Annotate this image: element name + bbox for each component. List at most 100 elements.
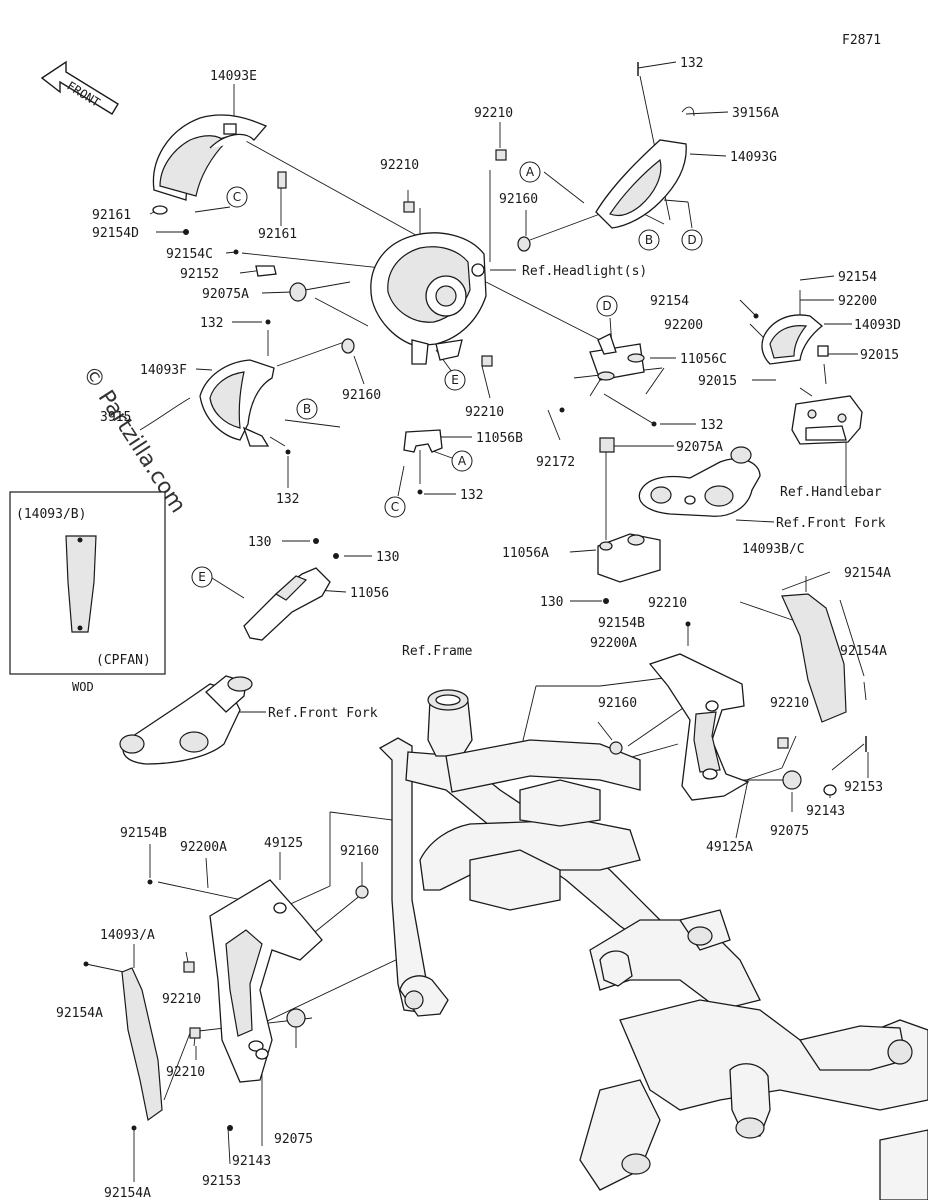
svg-text:A: A [458,454,467,468]
label-92160-mid: 92160 [342,388,381,403]
handlebar-clamp [791,395,863,445]
screw-92172 [559,407,565,413]
ref-headlight: Ref.Headlight(s) [522,264,647,279]
grommet-92160-upper [517,236,531,252]
label-92075a-2: 92075A [676,440,723,455]
label-92154a-3: 92154A [56,1006,103,1021]
label-92015-1: 92015 [860,348,899,363]
label-92210-top: 92210 [380,158,419,173]
screw-92154a-left-2 [131,1125,137,1131]
nut-92210-lower [481,355,493,367]
callout-e-2: E [191,566,213,588]
cowl-14093f-part [199,359,275,447]
label-92154c: 92154C [166,247,213,262]
label-132-bottom: 132 [276,492,299,507]
label-92210-lower: 92210 [474,106,513,121]
label-92210-l2: 92210 [166,1065,205,1080]
nut-92210-upper [495,149,507,161]
cover-14093bc [781,593,847,723]
inset-title: (14093/B) [16,507,86,522]
callout-d-1: D [681,229,703,251]
label-49125: 49125 [264,836,303,851]
damper-92075-left [286,1008,306,1028]
screw-132-d [651,421,657,427]
ref-frame: Ref.Frame [402,644,473,659]
ref-front-fork-2: Ref.Front Fork [268,706,378,721]
label-3915x: 3915 [100,410,131,425]
nut-130-a [313,538,319,544]
label-92154-2: 92154 [650,294,689,309]
svg-text:E: E [451,373,459,387]
label-92200a-1: 92200A [590,636,637,651]
callout-e-1: E [444,369,466,391]
nut-92210-right [777,737,789,749]
label-92210-l1: 92210 [162,992,201,1007]
callout-c-1: C [226,186,248,208]
label-11056c: 11056C [680,352,727,367]
stay-11056 [243,567,331,641]
label-49125a: 49125A [706,840,753,855]
frame-part [378,689,928,1200]
callout-b-2: B [296,398,318,420]
svg-text:C: C [233,190,241,204]
grommet-92161 [277,171,287,189]
cover-14093a [121,967,163,1122]
label-92200a-2: 92200A [180,840,227,855]
label-14093f: 14093F [140,363,187,378]
callout-b-1: B [638,229,660,251]
label-92075-l: 92075 [274,1132,313,1147]
grommet-92160-right [609,741,623,755]
svg-text:E: E [198,570,206,584]
damper-92075-right [782,770,802,790]
svg-text:D: D [602,299,611,313]
screw-132-left [265,319,271,325]
label-92152: 92152 [180,267,219,282]
label-92153-r: 92153 [844,780,883,795]
callout-c-2: C [384,496,406,518]
label-92154a-2: 92154A [840,644,887,659]
label-14093bc: 14093B/C [742,542,805,557]
nut-130-b [333,553,339,559]
label-130-right: 130 [540,595,563,610]
label-130-a: 130 [248,535,271,550]
label-11056: 11056 [350,586,389,601]
svg-text:C: C [391,500,399,514]
label-92143-r: 92143 [806,804,845,819]
washer-92143-left [255,1048,269,1060]
label-92154a-4: 92154A [104,1186,151,1200]
part-labels: 14093E 92161 92161 92154D 92154C 92152 9… [56,56,901,1200]
label-14093g: 14093G [730,150,777,165]
svg-text:B: B [645,233,653,247]
triple-clamp-lower [119,675,253,765]
damper-92075a [289,282,307,302]
label-92160-upper: 92160 [499,192,538,207]
label-92154-1: 92154 [838,270,877,285]
bracket-11056b [403,429,443,453]
label-92161-a: 92161 [92,208,131,223]
nut-130-right [603,598,609,604]
screw-92154c [233,249,239,255]
label-92075a-1: 92075A [202,287,249,302]
label-92154d: 92154D [92,226,139,241]
label-39156a: 39156A [732,106,779,121]
callout-a-2: A [451,450,473,472]
label-130-b: 130 [376,550,399,565]
label-92154b-2: 92154B [120,826,167,841]
label-92154b-1: 92154B [598,616,645,631]
screw-92154d [183,229,189,235]
label-11056a: 11056A [502,546,549,561]
svg-text:D: D [687,233,696,247]
label-92172: 92172 [536,455,575,470]
label-92210-r2: 92210 [770,696,809,711]
inset-box: (14093/B) (CPFAN) WOD [9,491,166,694]
callout-a-1: A [519,161,541,183]
bracket-11056c [589,333,645,381]
inset-variant: (CPFAN) [96,653,151,668]
label-92210-center: 92210 [465,405,504,420]
wire-3915 [139,397,191,431]
grommet-92161-small [152,205,168,215]
bushing-92152 [255,265,277,277]
label-132-d: 132 [700,418,723,433]
